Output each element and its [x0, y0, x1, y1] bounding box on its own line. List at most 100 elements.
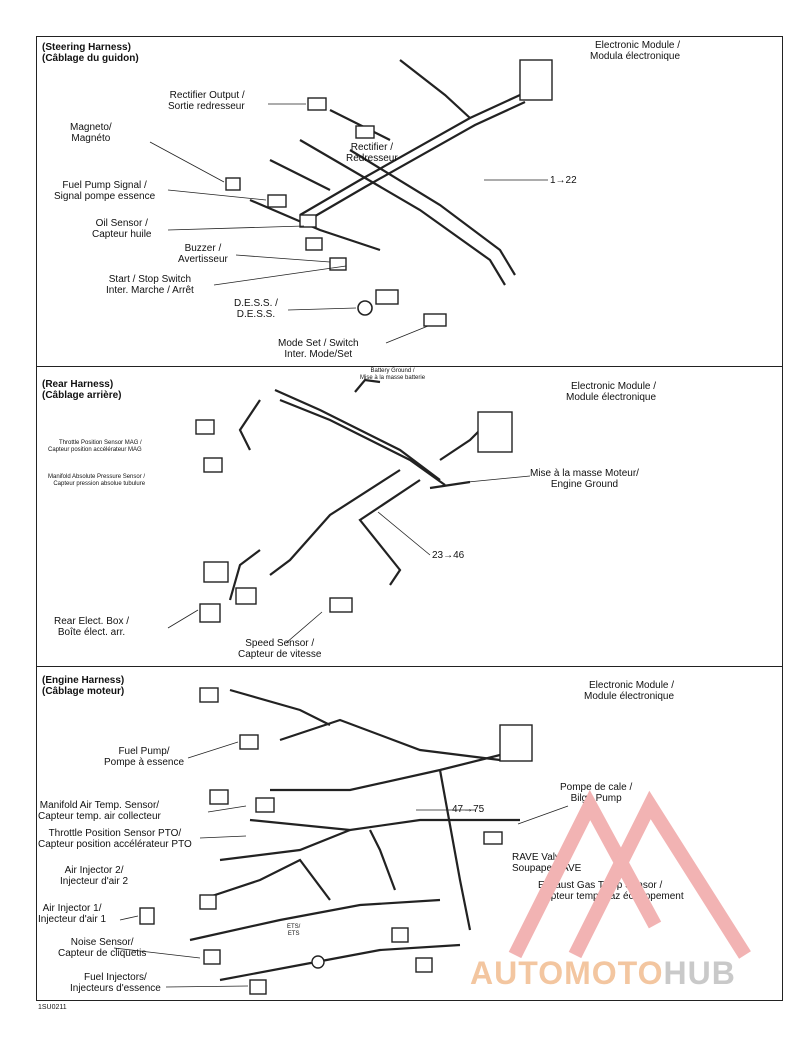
connector — [239, 734, 259, 750]
mat-sensor-label: Manifold Air Temp. Sensor/Capteur temp. … — [38, 800, 161, 822]
leader — [287, 307, 357, 311]
rear-branch-d — [429, 480, 471, 490]
speed-sensor-label: Speed Sensor /Capteur de vitesse — [238, 638, 322, 660]
engine-trunk-b — [270, 753, 501, 792]
connector — [195, 419, 215, 435]
document-number: 1SU0211 — [38, 1004, 67, 1011]
diagram-frame — [36, 36, 783, 1001]
dess-post — [357, 300, 373, 316]
engine-branch-f — [369, 829, 397, 891]
rear-elect-box-label: Rear Elect. Box /Boîte élect. arr. — [54, 616, 130, 638]
rectifier-label: Rectifier /Redresseur — [346, 142, 398, 164]
steering-branch — [349, 149, 516, 276]
connector — [203, 949, 221, 965]
leader — [385, 325, 429, 344]
emodule-engine — [499, 724, 533, 762]
leader — [213, 265, 347, 286]
leader — [187, 741, 239, 759]
connector — [423, 313, 447, 327]
rear-range-arrow: 23→46 — [432, 550, 465, 561]
connector — [307, 97, 327, 111]
steering-branch-c — [329, 109, 391, 141]
leader — [377, 511, 431, 556]
section-divider — [36, 366, 783, 367]
rear-trunk — [274, 388, 441, 481]
leader — [517, 805, 569, 825]
rave-valve-label: RAVE Valve /Soupape RAVE — [512, 852, 582, 874]
watermark-text: AUTOMOTOHUB — [470, 955, 736, 991]
leader — [119, 915, 139, 921]
dess-label: D.E.S.S. /D.E.S.S. — [234, 298, 278, 320]
leader — [149, 141, 225, 183]
connector — [235, 587, 257, 605]
rear-branch-f — [238, 399, 261, 451]
magneto-label: Magneto/Magnéto — [70, 122, 112, 144]
leader — [207, 805, 247, 813]
tps-pto-label: Throttle Position Sensor PTO/Capteur pos… — [38, 828, 192, 850]
rear-branch-b — [358, 479, 421, 586]
rear-trunk-b — [279, 398, 446, 486]
connector — [209, 789, 229, 805]
steering-trunk-b — [304, 101, 526, 223]
connector — [139, 907, 155, 925]
oil-sensor-label: Oil Sensor /Capteur huile — [92, 218, 152, 240]
air-injector-2-label: Air Injector 2/Injecteur d'air 2 — [60, 865, 129, 887]
connector — [329, 597, 353, 613]
connector — [483, 831, 503, 845]
leader — [167, 609, 199, 629]
connector — [255, 797, 275, 813]
leader — [113, 947, 201, 959]
noise-sensor-label: Noise Sensor/Capteur de cliquetis — [58, 937, 147, 959]
connector — [329, 257, 347, 271]
engine-branch-c — [199, 858, 331, 902]
buzzer-label: Buzzer /Avertisseur — [178, 243, 228, 265]
steering-branch-d — [269, 159, 331, 191]
air-injector-1-label: Air Injector 1/Injecteur d'air 1 — [38, 903, 107, 925]
leader — [285, 611, 323, 644]
connector — [305, 237, 323, 251]
map-sensor-label: Manifold Absolute Pressure Sensor /Capte… — [48, 474, 146, 487]
leader — [235, 254, 331, 263]
steering-range-arrow: 1→22 — [550, 175, 577, 186]
leader — [167, 225, 305, 231]
ets-label: ETS/ETS — [287, 924, 301, 937]
watermark-logo — [508, 789, 751, 959]
connector — [249, 979, 267, 995]
engine-branch-e — [219, 943, 461, 982]
fuel-injectors-label: Fuel Injectors/Injecteurs d'essence — [70, 972, 161, 994]
rectifier-output-label: Rectifier Output /Sortie redresseur — [168, 90, 245, 112]
rear-emodule-label: Electronic Module /Module électronique — [566, 381, 657, 403]
bilge-pump-label: Pompe de cale /Bilge Pump — [560, 782, 633, 804]
rear-branch — [269, 469, 401, 576]
emodule-rear — [477, 411, 513, 453]
engine-range-arrow: 47→75 — [452, 804, 485, 815]
engine-branch — [249, 818, 520, 832]
emodule-label: Electronic Module /Modula électronique — [590, 40, 681, 62]
engine-trunk — [279, 718, 501, 762]
steering-trunk — [299, 94, 521, 216]
connector — [267, 194, 287, 208]
rear-branch-g — [228, 549, 261, 601]
battery-ground-label: Battery Ground /Mise à la masse batterie — [360, 368, 426, 381]
tps-mag-label: Throttle Position Sensor MAG /Capteur po… — [48, 440, 142, 453]
speed-sensor — [311, 955, 325, 969]
engine-title: (Engine Harness)(Câblage moteur) — [42, 675, 125, 697]
steering-branch-f — [399, 59, 471, 119]
connector — [375, 289, 399, 305]
leader — [467, 475, 531, 483]
connector — [199, 603, 221, 623]
section-divider — [36, 666, 783, 667]
connector — [299, 214, 317, 228]
connector — [415, 957, 433, 973]
connector — [203, 561, 229, 583]
connector — [203, 457, 223, 473]
engine-ground-label: Mise à la masse Moteur/Engine Ground — [530, 468, 639, 490]
engine-branch-b — [219, 828, 351, 862]
engine-branch-g — [438, 769, 472, 931]
engine-branch-h — [229, 688, 331, 726]
leader — [199, 835, 247, 839]
emodule-steering — [519, 59, 553, 101]
connector — [355, 125, 375, 139]
steering-branch-b — [299, 139, 506, 286]
